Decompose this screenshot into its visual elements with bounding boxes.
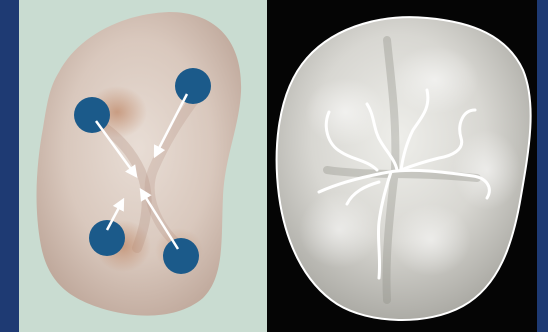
cusp-marker-lower-right <box>163 238 199 274</box>
left-panel <box>19 0 263 332</box>
cusp-marker-lower-left <box>89 220 125 256</box>
cusp-highlight-4 <box>299 192 379 268</box>
cusp-highlight-2 <box>391 46 479 114</box>
left-tooth-illustration <box>19 0 263 332</box>
right-tooth-illustration <box>267 0 537 332</box>
cusp-marker-upper-left <box>74 97 110 133</box>
cusp-marker-upper-right <box>175 68 211 104</box>
cusp-highlight-1 <box>305 78 385 146</box>
right-panel <box>267 0 537 332</box>
cusp-highlight-5 <box>391 204 471 276</box>
